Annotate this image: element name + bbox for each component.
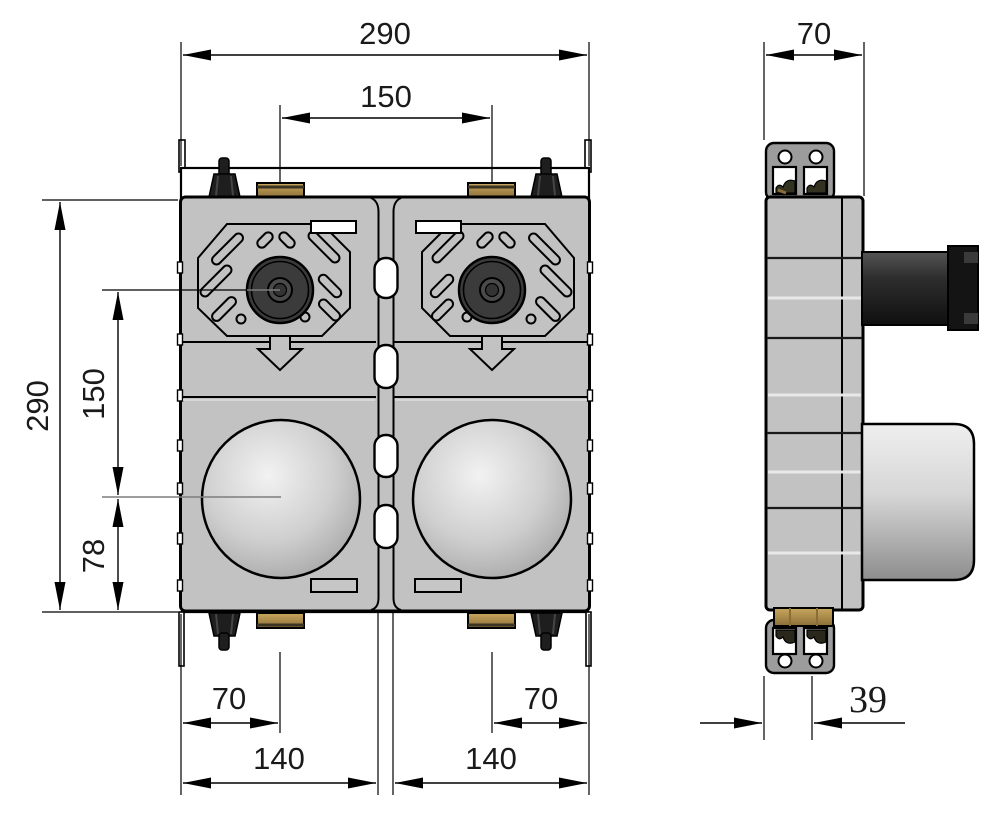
- dim-front-left-center-spacing: 150: [76, 289, 280, 495]
- dim-front-left-height: 290: [20, 199, 178, 613]
- dim-front-top-valve-centers: 150: [279, 79, 493, 182]
- bracket-clip-hook: [806, 629, 827, 644]
- bracket-brass-glint: [777, 188, 787, 195]
- bottom-mounting-rail: [178, 610, 592, 667]
- dim-side-top-depth: 70: [763, 16, 865, 196]
- side-view: [764, 141, 979, 675]
- bottom-brass-hex: [773, 607, 834, 627]
- bottom-fittings: [208, 612, 563, 651]
- top-bracket: [764, 141, 836, 202]
- lower-slot-right: [414, 578, 462, 593]
- spindle-cap-notch: [964, 252, 978, 263]
- lower-slot-left: [310, 578, 358, 593]
- outlet-dome-left: [200, 418, 362, 580]
- spindle-cap-notch: [964, 313, 978, 324]
- dim-label: 290: [20, 380, 55, 432]
- dim-front-left-outlet-height: 78: [76, 496, 281, 610]
- dim-front-top-width: 290: [180, 16, 590, 166]
- bottom-plug-left: [208, 612, 241, 651]
- dim-front-bottom-right-offset: 70: [491, 614, 590, 795]
- top-plug-right: [530, 157, 563, 198]
- dimension-annotations: 290 150 70 290 150 78: [20, 16, 905, 795]
- front-view: [176, 139, 594, 667]
- panel-slot-right: [415, 220, 462, 234]
- valve-spindle-right: [457, 255, 527, 325]
- dim-label: 78: [76, 539, 111, 573]
- dim-label: 39: [849, 679, 887, 721]
- dim-label: 70: [524, 681, 558, 716]
- center-column: [370, 197, 402, 611]
- flow-arrow-left: [255, 335, 305, 372]
- dim-label: 70: [797, 16, 831, 51]
- side-dome: [860, 422, 976, 582]
- side-spindle: [861, 245, 979, 331]
- top-plug-left: [208, 157, 241, 198]
- dim-label: 70: [212, 681, 246, 716]
- valve-module-right: [411, 220, 575, 593]
- center-slots: [373, 256, 399, 550]
- panel-hatch-left: [199, 230, 343, 325]
- dim-front-bottom-right-module: 140: [392, 612, 587, 795]
- side-body-seams: [767, 256, 862, 555]
- outlet-dome-right: [411, 418, 573, 580]
- dim-side-bottom-protrusion: 39: [700, 676, 905, 740]
- bottom-plug-right: [530, 612, 563, 651]
- valve-module-left: [197, 220, 362, 593]
- dim-label: 290: [359, 16, 411, 51]
- dim-label: 140: [253, 741, 305, 776]
- panel-slot-left: [310, 220, 357, 234]
- bracket-clip-hook: [806, 179, 827, 194]
- dim-label: 150: [76, 368, 111, 420]
- bottom-bracket: [764, 607, 836, 675]
- edge-notches: [176, 261, 594, 592]
- panel-hatch-right: [429, 230, 573, 325]
- dim-front-bottom-left-offset: 70: [180, 614, 281, 795]
- dim-label: 150: [360, 79, 412, 114]
- dim-label: 140: [465, 741, 517, 776]
- flow-arrow-right: [467, 335, 517, 372]
- dim-front-bottom-left-module: 140: [183, 612, 379, 795]
- top-mounting-rail: [178, 139, 592, 200]
- bracket-clip-hook: [775, 629, 796, 644]
- brass-hex-facets: [789, 608, 818, 626]
